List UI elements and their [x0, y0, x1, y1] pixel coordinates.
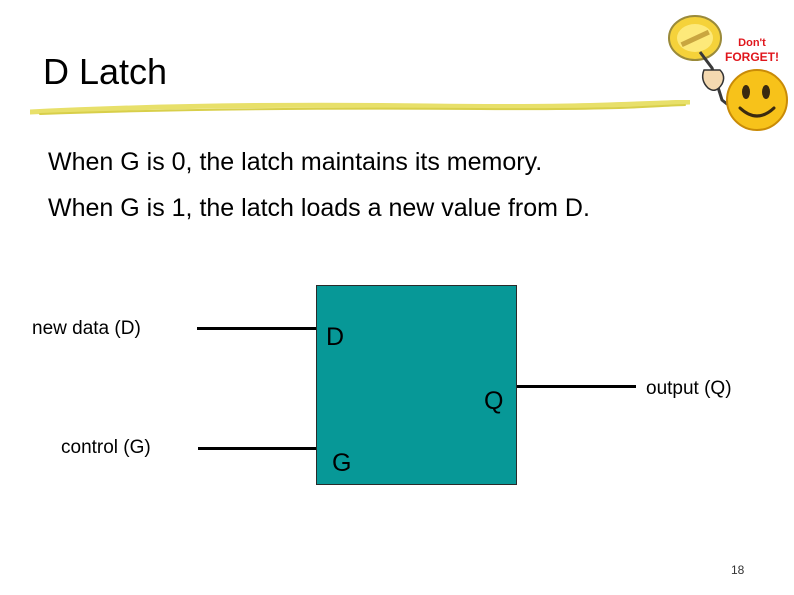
- d-latch-block: D Q G: [316, 285, 517, 485]
- badge-text-line1: Don't: [738, 37, 766, 49]
- title-underline: [30, 100, 690, 115]
- page-number: 18: [731, 563, 745, 577]
- dont-forget-smiley-icon: Don't FORGET!: [668, 15, 788, 131]
- pin-q-label: Q: [484, 387, 504, 415]
- input-g-label: control (G): [61, 437, 151, 458]
- wire-g: [198, 447, 318, 450]
- slide-title: D Latch: [43, 51, 168, 92]
- body-line-1: When G is 0, the latch maintains its mem…: [48, 148, 543, 176]
- body-line-2: When G is 1, the latch loads a new value…: [48, 194, 590, 222]
- pin-d-label: D: [326, 323, 345, 351]
- pin-g-label: G: [332, 449, 352, 477]
- badge-text-line2: FORGET!: [725, 50, 779, 64]
- output-q-label: output (Q): [646, 378, 732, 399]
- wire-d: [197, 327, 317, 330]
- wire-q: [516, 385, 636, 388]
- input-d-label: new data (D): [32, 318, 141, 339]
